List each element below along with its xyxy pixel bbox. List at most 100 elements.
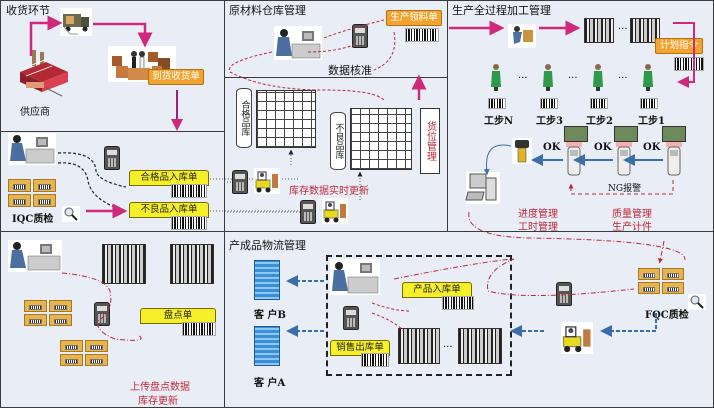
- location-management-box: 货位管理: [420, 108, 440, 174]
- barcode-icon: [405, 28, 439, 42]
- receiving-flow-arrows: [29, 15, 183, 131]
- barcode-icon: [171, 184, 207, 198]
- operator-workstation-icon: [8, 240, 62, 272]
- product-inbound-doc-label: 产品入库单: [413, 284, 461, 295]
- magnifier-icon: [62, 206, 80, 222]
- worker-icon: [491, 64, 501, 91]
- handheld-terminal-icon: [666, 142, 682, 176]
- iqc-box: [33, 179, 56, 192]
- barcode-icon: [361, 353, 389, 367]
- receiving-title: 收货环节: [6, 4, 50, 17]
- ok-label: OK: [543, 142, 561, 153]
- production-connectors: [449, 20, 695, 261]
- inventory-box: [85, 340, 108, 352]
- circuit-board-icon: [662, 126, 686, 142]
- product-inbound-doc: 产品入库单: [402, 282, 472, 298]
- finished-goods-rack: [398, 328, 440, 364]
- barcode-icon: [488, 98, 506, 109]
- inventory-box: [24, 314, 47, 326]
- sales-outbound-doc: 销售出库单: [330, 340, 390, 356]
- forklift-icon: [254, 168, 280, 194]
- ng-alarm-label: NG报警: [608, 184, 642, 194]
- factory-icon: [20, 50, 68, 97]
- truck-icon: [60, 8, 92, 36]
- step-label: 工步2: [586, 116, 613, 127]
- ellipsis: ···: [618, 24, 628, 35]
- finished-goods-connectors: [286, 240, 665, 337]
- customer-b-building-icon: [254, 260, 280, 300]
- arrival-receipt-doc: 到货收货单: [148, 69, 204, 85]
- finished-goods-title: 产成品物流管理: [229, 239, 306, 252]
- sales-outbound-doc-label: 销售出库单: [336, 342, 384, 353]
- inventory-rack: [102, 244, 146, 284]
- qualified-storage-area: 合格品库: [236, 88, 252, 148]
- production-title: 生产全过程加工管理: [452, 4, 551, 17]
- barcode-icon: [171, 216, 207, 230]
- barcode-icon: [640, 98, 658, 109]
- defective-inbound-doc-label: 不良品入库单: [140, 204, 198, 215]
- handheld-scanner-icon: [343, 306, 359, 330]
- ok-label: OK: [643, 142, 661, 153]
- customer-b-label: 客 户B: [254, 310, 286, 321]
- handheld-scanner-icon: [104, 146, 120, 170]
- circuit-board-icon: [564, 126, 588, 142]
- raw-warehouse-connectors: [224, 19, 427, 213]
- barcode-scanner-gun-icon: [512, 138, 532, 164]
- fqc-box: [662, 282, 684, 294]
- qualified-storage-label: 合格品库: [239, 100, 250, 136]
- iqc-label: IQC质检: [12, 214, 54, 225]
- handheld-scanner-icon: [300, 200, 316, 224]
- quality-mgmt-label: 质量管理: [612, 209, 652, 220]
- storage-rack: [350, 108, 412, 170]
- data-verification-label: 数据核准: [328, 64, 372, 77]
- iqc-box: [8, 179, 31, 192]
- plan-instruction-doc-label: 计划指令: [659, 40, 698, 51]
- inventory-box: [24, 300, 47, 312]
- supplier-label: 供应商: [20, 107, 50, 118]
- panel-finished-goods: [224, 231, 714, 408]
- material-request-doc: 生产领料单: [386, 10, 442, 26]
- material-request-doc-label: 生产领料单: [390, 12, 438, 23]
- inventory-box: [60, 354, 83, 366]
- ellipsis: ···: [618, 73, 628, 84]
- inventory-connectors: [61, 272, 142, 341]
- fqc-box: [638, 282, 660, 294]
- stocktake-doc-label: 盘点单: [163, 310, 193, 321]
- ellipsis: ···: [518, 73, 528, 84]
- production-count-label: 生产计件: [612, 222, 652, 233]
- hours-mgmt-label: 工时管理: [518, 222, 558, 233]
- worker-icon: [593, 64, 603, 91]
- magnifier-icon: [688, 294, 706, 310]
- inventory-box: [49, 300, 72, 312]
- qualified-inbound-doc-label: 合格品入库单: [140, 172, 198, 183]
- worker-icon: [643, 64, 653, 91]
- iqc-box: [33, 194, 56, 207]
- inventory-box: [85, 354, 108, 366]
- ellipsis: ···: [443, 342, 453, 353]
- handheld-scanner-icon: [232, 170, 248, 194]
- computer-icon: [465, 172, 500, 204]
- barcode-icon: [590, 98, 608, 109]
- stocktake-doc: 盘点单: [140, 308, 216, 324]
- operator-workstation-icon: [330, 259, 380, 295]
- defective-storage-label: 不良品库: [333, 123, 344, 159]
- handheld-scanner-icon: [352, 24, 368, 48]
- qualified-inbound-doc: 合格品入库单: [129, 170, 209, 186]
- barcode-icon: [674, 57, 704, 71]
- forklift-icon: [561, 322, 593, 354]
- finished-goods-rack: [458, 328, 502, 364]
- production-rack: [584, 18, 614, 43]
- storage-rack: [256, 90, 316, 148]
- defective-inbound-doc: 不良品入库单: [129, 202, 209, 218]
- operator-workstation-icon: [8, 133, 56, 165]
- realtime-update-label: 库存数据实时更新: [289, 186, 369, 197]
- circuit-board-icon: [614, 126, 638, 142]
- customer-a-label: 客 户A: [254, 378, 286, 389]
- arrival-receipt-doc-label: 到货收货单: [152, 71, 200, 82]
- plan-instruction-doc: 计划指令: [655, 38, 703, 54]
- barcode-icon: [182, 322, 216, 336]
- ok-label: OK: [594, 142, 612, 153]
- defective-storage-area: 不良品库: [330, 112, 346, 170]
- inventory-box: [49, 314, 72, 326]
